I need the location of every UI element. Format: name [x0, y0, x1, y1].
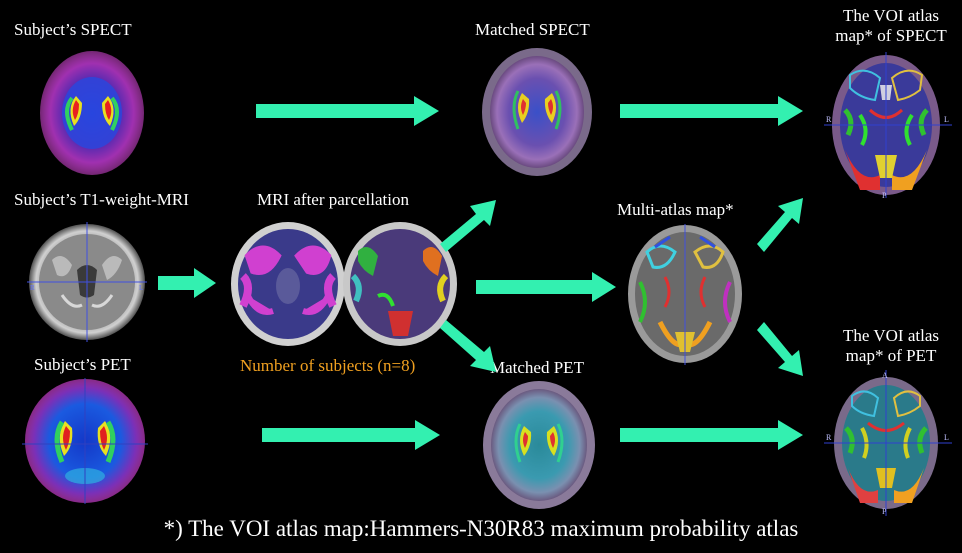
- multi-atlas-map-image: [625, 222, 745, 367]
- arrow-matched-pet-to-voi: [620, 420, 805, 455]
- matched-pet-label: Matched PET: [490, 358, 584, 377]
- voi-spect-p-marker: P: [882, 191, 887, 200]
- multi-atlas-map-label: Multi-atlas map*: [617, 200, 734, 219]
- matched-pet-image: [480, 378, 598, 513]
- arrow-multiatlas-to-voi-pet: [757, 320, 807, 383]
- voi-atlas-pet-image: A R L P: [820, 368, 956, 518]
- arrow-matched-spect-to-voi: [620, 96, 805, 131]
- matched-spect-label: Matched SPECT: [475, 20, 590, 39]
- arrow-multiatlas-to-voi-spect: [757, 196, 807, 259]
- subject-spect-label: Subject’s SPECT: [14, 20, 132, 39]
- voi-atlas-pet-label: The VOI atlas map* of PET: [843, 326, 939, 365]
- subject-pet-label: Subject’s PET: [34, 355, 131, 374]
- subject-pet-image: [20, 376, 150, 506]
- mri-l-marker: L: [139, 284, 143, 292]
- subject-t1-mri-label: Subject’s T1-weight-MRI: [14, 190, 189, 209]
- voi-pet-p-marker: P: [882, 507, 887, 516]
- voi-spect-r-marker: R: [826, 115, 832, 124]
- arrow-pet-to-matched: [262, 420, 442, 455]
- voi-pet-r-marker: R: [826, 433, 832, 442]
- voi-atlas-spect-label: The VOI atlas map* of SPECT: [835, 6, 947, 45]
- footnote: *) The VOI atlas map:Hammers-N30R83 maxi…: [163, 516, 799, 541]
- arrow-parcellation-to-matched-pet: [440, 318, 500, 379]
- mri-after-parcellation-label: MRI after parcellation: [257, 190, 409, 209]
- subject-spect-image: [36, 48, 148, 178]
- voi-pet-a-marker: A: [882, 371, 888, 380]
- voi-spect-l-marker: L: [944, 115, 949, 124]
- voi-pet-l-marker: L: [944, 433, 949, 442]
- arrow-parcellation-to-multiatlas: [476, 272, 618, 307]
- matched-spect-image: [480, 45, 595, 180]
- voi-atlas-spect-image: R L P: [820, 50, 956, 200]
- subject-mri-image: R L: [22, 220, 152, 345]
- number-of-subjects-label: Number of subjects (n=8): [240, 356, 416, 375]
- arrow-parcellation-to-matched-spect: [440, 198, 500, 259]
- mri-parcellation-image: [228, 216, 458, 351]
- arrow-mri-to-parcellation: [158, 268, 218, 303]
- arrow-spect-to-matched: [256, 96, 441, 131]
- mri-r-marker: R: [30, 284, 35, 292]
